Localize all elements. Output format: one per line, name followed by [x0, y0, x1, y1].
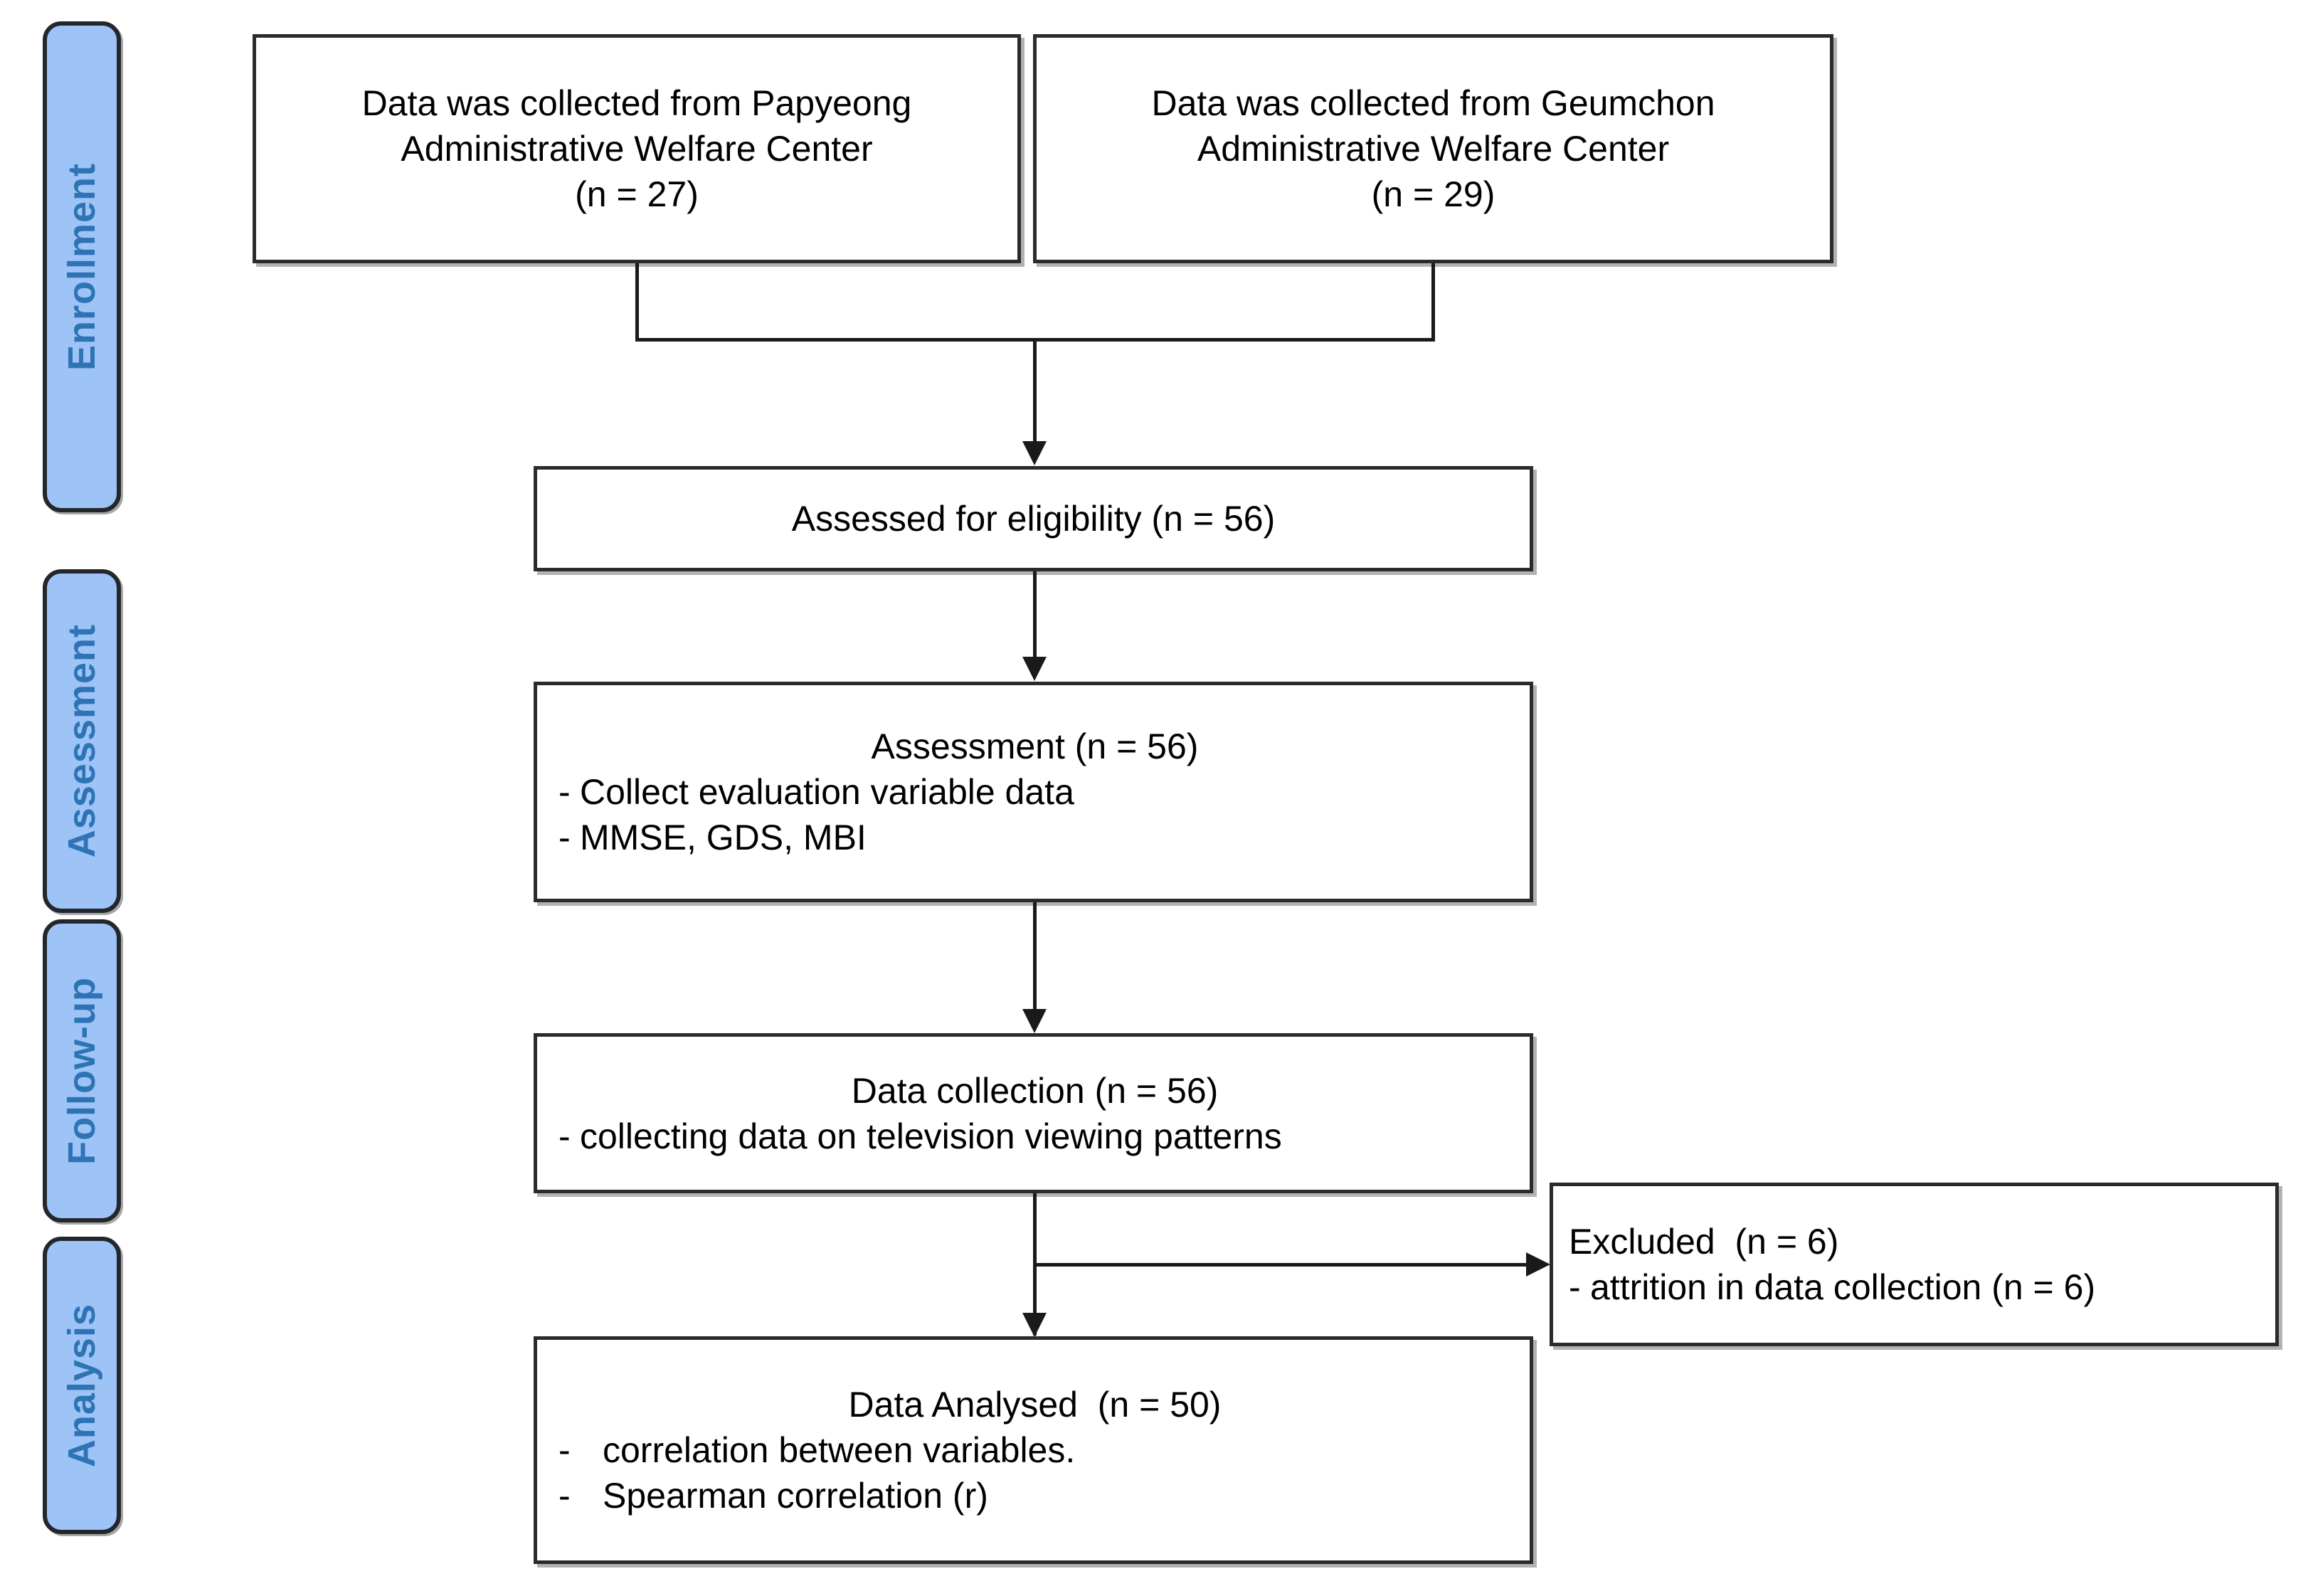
- data-analysed-heading: Data Analysed (n = 50): [848, 1385, 1222, 1425]
- node-source-papyeong: Data was collected from Papyeong Adminis…: [253, 34, 1021, 263]
- data-collection-bullet-1-mark: -: [558, 1116, 571, 1156]
- source-geumchon-line-2: Administrative Welfare Center: [1197, 129, 1670, 169]
- stage-label-follow-up: Follow-up: [60, 977, 103, 1165]
- stage-label-assessment: Assessment: [60, 624, 103, 858]
- data-analysed-bullet-2: - Spearman correlation (r): [558, 1473, 1511, 1518]
- assessed-eligibility-heading: Assessed for eligibility (n = 56): [791, 499, 1276, 539]
- data-collection-bullet-1: - collecting data on television viewing …: [558, 1114, 1511, 1159]
- source-papyeong-line-3: (n = 27): [575, 174, 699, 214]
- assessment-bullet-2: - MMSE, GDS, MBI: [558, 815, 1511, 860]
- source-papyeong-line-2: Administrative Welfare Center: [401, 129, 873, 169]
- stage-label-analysis: Analysis: [60, 1303, 103, 1468]
- node-excluded: Excluded (n = 6) - attrition in data col…: [1550, 1183, 2279, 1346]
- data-analysed-bullet-1-mark: -: [558, 1430, 571, 1470]
- stage-block-enrollment: Enrollment: [43, 21, 121, 512]
- arrow-eligibility-to-assessment: [1022, 657, 1047, 681]
- excluded-bullet-1-text: attrition in data collection (n = 6): [1590, 1267, 2096, 1307]
- data-analysed-bullet-2-text: Spearman correlation (r): [603, 1476, 988, 1516]
- source-geumchon-line-3: (n = 29): [1371, 174, 1495, 214]
- connector-assessment-to-collection: [1033, 902, 1037, 1013]
- stage-block-follow-up: Follow-up: [43, 919, 121, 1222]
- arrow-collection-to-excluded: [1526, 1252, 1550, 1277]
- connector-papyeong-drop: [635, 263, 639, 342]
- node-data-analysed: Data Analysed (n = 50) - correlation bet…: [534, 1336, 1533, 1564]
- data-collection-bullet-1-text: collecting data on television viewing pa…: [580, 1116, 1282, 1156]
- stage-block-assessment: Assessment: [43, 569, 121, 913]
- stage-label-enrollment: Enrollment: [60, 162, 103, 371]
- excluded-bullet-1: - attrition in data collection (n = 6): [1569, 1264, 2257, 1310]
- node-data-collection: Data collection (n = 56) - collecting da…: [534, 1033, 1533, 1193]
- connector-collection-to-excluded: [1033, 1263, 1531, 1267]
- assessment-heading: Assessment (n = 56): [871, 726, 1199, 766]
- assessment-bullet-1: - Collect evaluation variable data: [558, 769, 1511, 815]
- data-collection-heading: Data collection (n = 56): [851, 1070, 1219, 1111]
- arrow-collection-to-analysed: [1022, 1313, 1047, 1337]
- connector-geumchon-drop: [1431, 263, 1435, 342]
- assessment-bullet-2-text: MMSE, GDS, MBI: [580, 818, 867, 857]
- data-analysed-bullet-1-text: correlation between variables.: [603, 1430, 1076, 1470]
- node-source-geumchon: Data was collected from Geumchon Adminis…: [1033, 34, 1833, 263]
- assessment-bullet-2-mark: -: [558, 818, 571, 857]
- arrow-assessment-to-collection: [1022, 1009, 1047, 1033]
- assessment-bullet-1-text: Collect evaluation variable data: [580, 772, 1074, 812]
- excluded-heading: Excluded (n = 6): [1569, 1222, 1839, 1262]
- connector-eligibility-to-assessment: [1033, 571, 1037, 660]
- node-assessment: Assessment (n = 56) - Collect evaluation…: [534, 682, 1533, 902]
- assessment-bullet-1-mark: -: [558, 772, 571, 812]
- stage-block-analysis: Analysis: [43, 1237, 121, 1534]
- data-analysed-bullet-2-mark: -: [558, 1476, 571, 1516]
- node-assessed-eligibility: Assessed for eligibility (n = 56): [534, 466, 1533, 571]
- arrow-merge-to-eligibility: [1022, 441, 1047, 465]
- connector-merge-to-eligibility: [1033, 338, 1037, 445]
- excluded-bullet-1-mark: -: [1569, 1267, 1581, 1307]
- source-papyeong-line-1: Data was collected from Papyeong: [361, 83, 912, 123]
- data-analysed-bullet-1: - correlation between variables.: [558, 1427, 1511, 1473]
- source-geumchon-line-1: Data was collected from Geumchon: [1151, 83, 1715, 123]
